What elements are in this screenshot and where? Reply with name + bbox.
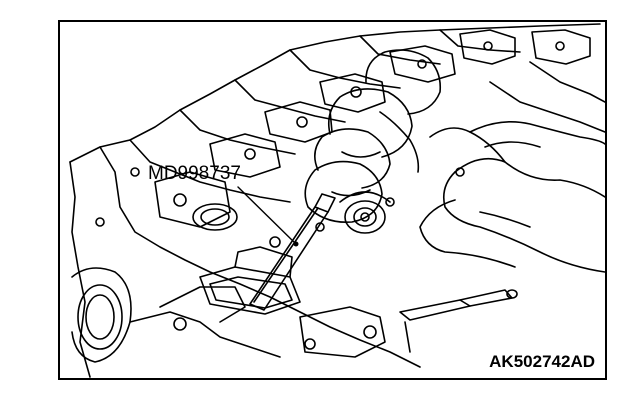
hand	[419, 121, 605, 273]
tool-leader-line	[237, 186, 297, 245]
engine-illustration	[69, 23, 605, 378]
hammer	[304, 49, 442, 224]
cylinder-head-block	[69, 23, 605, 378]
protruding-shaft	[399, 289, 518, 353]
leader-dot	[293, 241, 299, 247]
figure-code: AK502742AD	[487, 352, 597, 372]
bearing-caps	[154, 29, 591, 228]
figure-frame: MD998737 AK502742AD	[58, 20, 607, 380]
front-housing	[71, 267, 386, 363]
tool-bore	[199, 246, 301, 315]
special-tool	[249, 193, 336, 311]
ports	[192, 191, 391, 234]
tool-label: MD998737	[148, 163, 241, 184]
